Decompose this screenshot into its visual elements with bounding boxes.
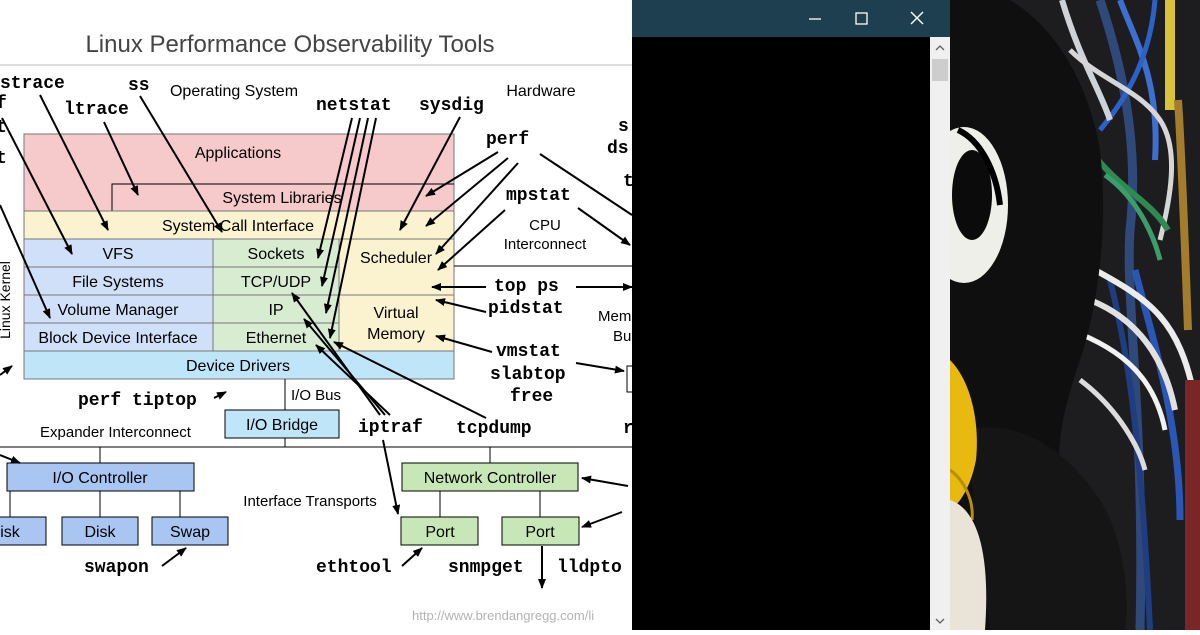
disk-block-1: [0, 516, 47, 546]
tool-perf-tiptop: perf tiptop: [78, 391, 197, 411]
tool-ethtool: ethtool: [316, 558, 392, 578]
file-systems-block: [23, 266, 214, 296]
vfs-label: VFS: [102, 246, 133, 263]
tcp-udp-label: TCP/UDP: [241, 274, 311, 291]
cpu-interconnect-label-1: CPU: [529, 217, 561, 234]
tcp-udp-block: [212, 266, 340, 296]
close-button[interactable]: [894, 0, 940, 37]
maximize-button[interactable]: [838, 0, 884, 37]
swap-block: [151, 516, 229, 546]
ip-label: IP: [268, 302, 283, 319]
linux-perf-tools-diagram: Linux Performance Observability Tools Ap…: [0, 31, 632, 623]
operating-system-label: Operating System: [170, 83, 298, 100]
io-controller-label: I/O Controller: [52, 470, 148, 487]
tool-perf: perf: [486, 130, 529, 150]
scheduler-label: Scheduler: [360, 250, 433, 267]
scroll-down-button[interactable]: [930, 612, 950, 630]
hardware-label: Hardware: [506, 83, 575, 100]
minimize-icon: [809, 18, 821, 20]
tool-vmstat: vmstat: [496, 342, 561, 362]
virtual-memory-block: [338, 294, 455, 352]
port-label-1: Port: [425, 524, 455, 541]
tool-edge-f: f: [0, 94, 7, 114]
disk-label-1: isk: [0, 524, 21, 541]
tool-edge-r: r: [623, 419, 632, 439]
device-drivers-label: Device Drivers: [186, 358, 290, 375]
cpu-interconnect-label-2: Interconnect: [504, 236, 587, 253]
io-bridge-block: [224, 409, 340, 439]
tool-pidstat: pidstat: [488, 299, 564, 319]
penguin-plush-image: [950, 0, 1200, 630]
disk-block-2: [61, 516, 139, 546]
interface-transports-label: Interface Transports: [243, 493, 376, 510]
ip-block: [212, 294, 340, 324]
tool-ss: ss: [128, 76, 150, 96]
virtual-memory-label-2: Memory: [367, 326, 425, 343]
tool-edge-ds: ds: [607, 139, 629, 159]
block-device-interface-block: [23, 322, 214, 352]
system-libraries-label: System Libraries: [222, 190, 341, 207]
memory-bus-label-1: Mem: [598, 308, 631, 325]
system-call-interface-label: System Call Interface: [162, 218, 314, 235]
source-url: http://www.brendangregg.com/li: [412, 608, 594, 623]
volume-manager-label: Volume Manager: [58, 302, 180, 319]
close-icon: [910, 11, 924, 25]
vertical-scrollbar[interactable]: [930, 37, 950, 630]
network-controller-label: Network Controller: [424, 470, 557, 487]
scrollbar-thumb[interactable]: [932, 59, 948, 81]
applications-label: Applications: [195, 145, 281, 162]
chevron-up-icon: [935, 45, 945, 51]
tool-edge-t-2: t: [0, 149, 7, 169]
ethernet-label: Ethernet: [246, 330, 307, 347]
diagram-title: Linux Performance Observability Tools: [85, 31, 494, 58]
tool-slabtop: slabtop: [490, 365, 566, 385]
console-window[interactable]: [632, 0, 950, 630]
memory-bus-label-2: Bu: [613, 328, 631, 345]
port-block-1: [400, 516, 479, 546]
tool-top-ps: top ps: [494, 277, 559, 297]
tool-edge-s: s: [618, 117, 629, 137]
window-titlebar[interactable]: [632, 0, 950, 37]
tool-lldptool: lldpto: [557, 558, 622, 578]
tool-snmpget: snmpget: [448, 558, 524, 578]
console-output-area[interactable]: [632, 37, 930, 630]
scroll-up-button[interactable]: [930, 39, 950, 57]
network-controller-block: [401, 462, 579, 492]
tool-edge-t-3: t: [623, 172, 632, 192]
tool-iptraf: iptraf: [358, 418, 423, 438]
io-controller-block: [6, 462, 195, 492]
tool-strace: strace: [0, 74, 65, 94]
minimize-button[interactable]: [792, 0, 838, 37]
io-bus-label: I/O Bus: [291, 387, 341, 404]
port-label-2: Port: [525, 524, 555, 541]
tool-swapon: swapon: [84, 558, 149, 578]
linux-kernel-label: Linux Kernel: [0, 261, 13, 339]
penguin-mascot-photo: [950, 0, 1200, 630]
tool-free: free: [510, 387, 553, 407]
sockets-label: Sockets: [248, 246, 305, 263]
swap-label: Swap: [170, 524, 210, 541]
port-block-2: [501, 516, 580, 546]
tool-ltrace: ltrace: [64, 100, 129, 120]
device-drivers-block: [23, 350, 455, 380]
tool-tcpdump: tcpdump: [456, 419, 532, 439]
disk-label-2: Disk: [84, 524, 116, 541]
io-bridge-label: I/O Bridge: [246, 417, 318, 434]
tool-edge-t-1: t: [0, 118, 7, 138]
file-systems-label: File Systems: [72, 274, 164, 291]
system-call-interface-block: [23, 210, 455, 240]
chevron-down-icon: [935, 618, 945, 624]
tool-mpstat: mpstat: [506, 186, 571, 206]
expander-interconnect-label: Expander Interconnect: [40, 424, 192, 441]
tool-netstat: netstat: [316, 96, 392, 116]
block-device-interface-label: Block Device Interface: [38, 330, 197, 347]
tool-sysdig: sysdig: [419, 96, 484, 116]
virtual-memory-label-1: Virtual: [373, 305, 418, 322]
maximize-icon: [855, 12, 868, 25]
